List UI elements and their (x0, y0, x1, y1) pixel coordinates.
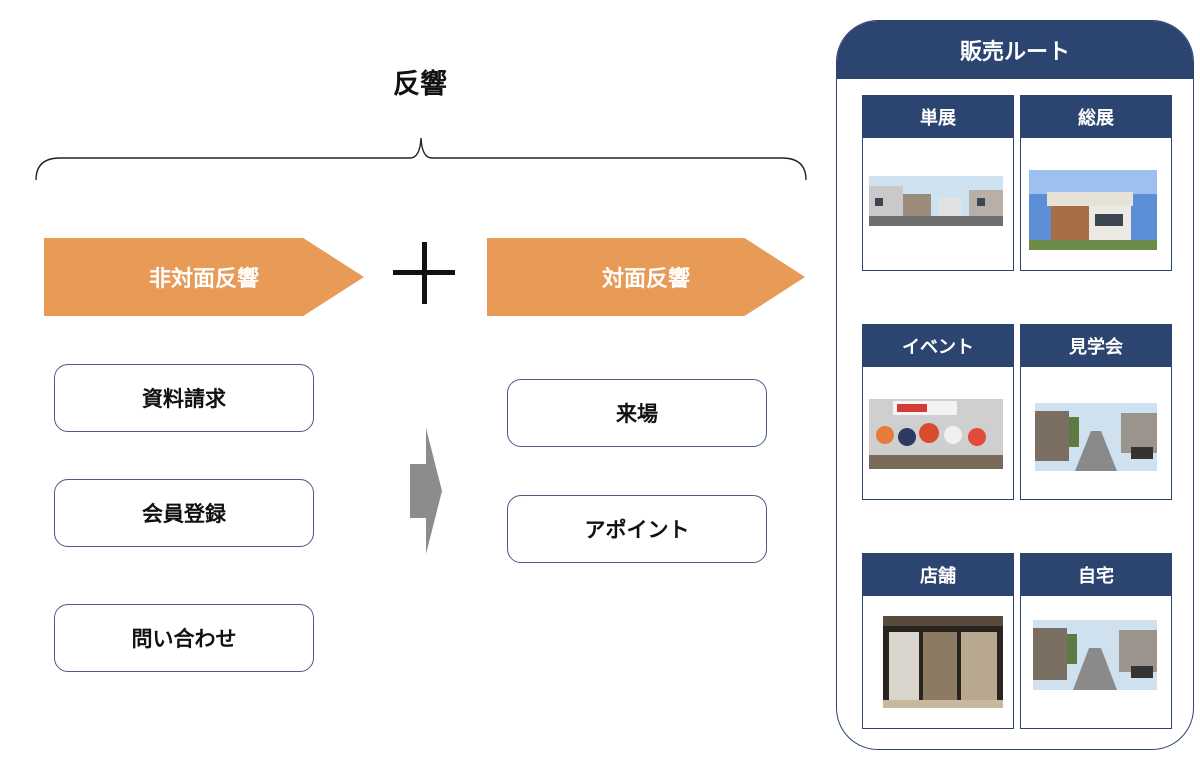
route-card-title: 店舗 (863, 554, 1013, 596)
brace (35, 137, 807, 181)
photo-residential-street (1035, 403, 1157, 471)
sales-route-panel: 販売ルート 単展 総展 イベント (836, 20, 1194, 750)
route-card-event: イベント (862, 324, 1014, 500)
route-card-single-exhibition: 単展 (862, 95, 1014, 271)
route-card-general-exhibition: 総展 (1020, 95, 1172, 271)
face-to-face-response-arrow: 対面反響 (487, 238, 805, 316)
route-card-title: イベント (863, 325, 1013, 367)
grey-arrow-icon (410, 428, 442, 554)
photo-model-house (1029, 170, 1157, 250)
route-card-title: 単展 (863, 96, 1013, 138)
left-item-request-materials: 資料請求 (54, 364, 314, 432)
plus-icon (393, 242, 455, 304)
route-card-store: 店舗 (862, 553, 1014, 729)
photo-street-houses (869, 176, 1003, 226)
right-item-visit: 来場 (507, 379, 767, 447)
route-card-home: 自宅 (1020, 553, 1172, 729)
route-card-title: 見学会 (1021, 325, 1171, 367)
photo-character-event (869, 399, 1003, 469)
photo-home-street (1033, 620, 1157, 690)
left-item-member-registration: 会員登録 (54, 479, 314, 547)
non-face-to-face-response-arrow: 非対面反響 (44, 238, 364, 316)
right-item-appointment: アポイント (507, 495, 767, 563)
route-card-open-house: 見学会 (1020, 324, 1172, 500)
sales-route-title: 販売ルート (837, 21, 1193, 79)
left-item-inquiry: 問い合わせ (54, 604, 314, 672)
face-to-face-label: 対面反響 (601, 267, 690, 292)
non-face-to-face-label: 非対面反響 (148, 267, 259, 292)
photo-storefront (883, 616, 1003, 708)
route-card-title: 自宅 (1021, 554, 1171, 596)
route-card-title: 総展 (1021, 96, 1171, 138)
diagram-title: 反響 (393, 69, 447, 100)
